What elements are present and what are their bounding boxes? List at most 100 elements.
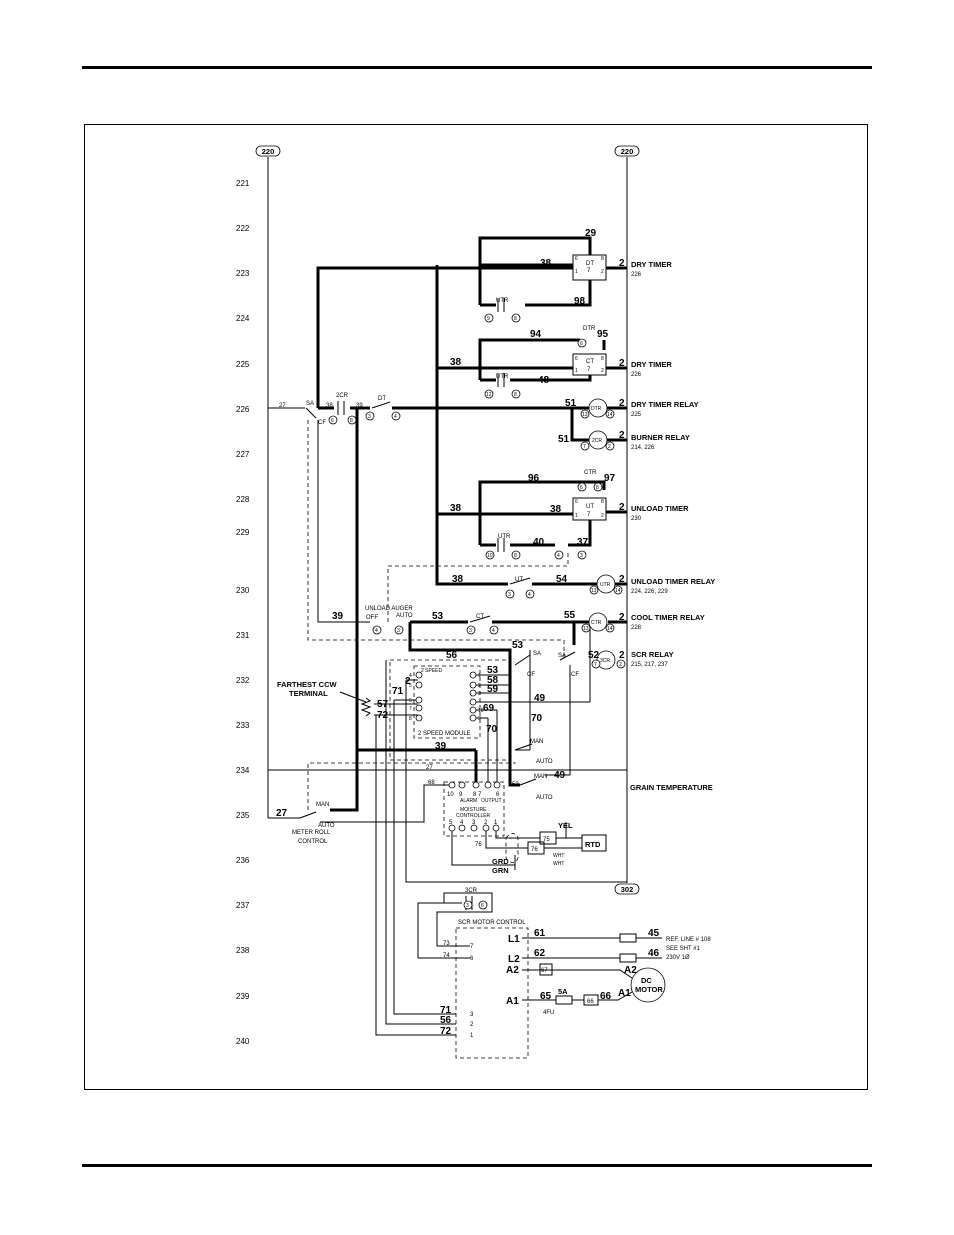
terminal-number: 7: [409, 706, 412, 712]
wire-number: 38: [540, 258, 552, 269]
line-number: 223: [236, 269, 250, 278]
controller-label: CONTROLLER: [456, 813, 491, 819]
terminal-number: 2: [478, 683, 481, 689]
line-number: 232: [236, 676, 250, 685]
wire-numbers: 29 38 2 98 94 95 38 2 48 27 38 39 51 2 5…: [276, 228, 660, 1037]
wire-number: 53: [512, 640, 524, 651]
wire-number: 53: [512, 782, 519, 788]
terminal-number: 4: [375, 628, 378, 634]
terminal-number: 6: [580, 341, 583, 347]
ctr-contact-label: CTR: [584, 470, 597, 476]
terminal-number: 1: [494, 820, 498, 826]
wire-number: 51: [558, 434, 570, 445]
l2-label: L2: [508, 954, 520, 965]
callout-dry-timer: DRY TIMER: [631, 260, 672, 269]
callout-ref: 228: [631, 625, 642, 631]
terminal-number: 2: [484, 820, 488, 826]
wire-number: 72: [440, 1026, 452, 1037]
callout-meter-roll: METER ROLL: [292, 830, 331, 836]
two-speed-label: 2 SPEED: [421, 668, 443, 674]
line-number: 229: [236, 528, 250, 537]
callout-voltage: 230V 1Ø: [666, 955, 690, 961]
selector-sa-label: SA: [306, 401, 314, 407]
wire-number: 69: [483, 703, 495, 714]
ctr-coil: CTR: [588, 612, 608, 632]
wire-number: 94: [530, 329, 542, 340]
callout-ref: 214, 226: [631, 445, 655, 451]
selector-man-label: MAN: [530, 739, 543, 745]
line-number: 228: [236, 495, 250, 504]
terminal-number: 8: [596, 485, 599, 491]
wire-number: 70: [486, 724, 498, 735]
line-number: 230: [236, 586, 250, 595]
fuses: [527, 831, 637, 1006]
motor-label: MOTOR: [635, 985, 663, 994]
wire-number: 29: [585, 228, 597, 239]
line-numbers: 221 222 223 224 225 226 227 228 229 230 …: [236, 179, 250, 1046]
line-number: 225: [236, 360, 250, 369]
wire-number: 61: [534, 928, 546, 939]
dtr-contact-label: DTR: [583, 326, 596, 332]
line-number: 237: [236, 901, 250, 910]
wire-number: 39: [356, 403, 363, 409]
wire-number: 73: [443, 941, 450, 947]
ut-pin: 1: [575, 513, 578, 519]
wire-number: 46: [648, 948, 660, 959]
callout-burner-relay: BURNER RELAY: [631, 433, 690, 442]
ct-pin-7: 7: [587, 367, 591, 373]
ct-label: CT: [586, 359, 594, 365]
dt-pin: 2: [601, 269, 604, 275]
terminal-number: 8: [514, 553, 517, 559]
callout-grain-temperature: GRAIN TEMPERATURE: [630, 783, 713, 792]
selector-sa-label: SA: [558, 653, 566, 659]
component-labels: UTR DTR UTR SA CF 2CR DT CTR UTR UT UNLO…: [306, 298, 637, 1039]
line-number: 221: [236, 179, 250, 188]
unload-auger-auto: AUTO: [396, 613, 413, 619]
motor-a2-label: A2: [624, 965, 637, 976]
wire-number: 54: [556, 574, 568, 585]
wire-number: 38: [550, 504, 562, 515]
wire-number: 38: [326, 403, 333, 409]
wire-number: 48: [538, 375, 550, 386]
unload-auger-label: UNLOAD AUGER: [365, 606, 413, 612]
unload-auger-off: OFF: [366, 615, 378, 621]
utr-coil: UTR: [596, 574, 616, 594]
line-number: 234: [236, 766, 250, 775]
line-number: 238: [236, 946, 250, 955]
wht-wire-label: WHT: [553, 853, 564, 859]
wire-number: 67: [541, 968, 548, 974]
selector-cf-label: CF: [571, 672, 579, 678]
callout-cool-timer-relay: COOL TIMER RELAY: [631, 613, 705, 622]
terminal-number: 10: [487, 553, 493, 559]
terminal-number: 10: [447, 792, 454, 798]
terminal-number: 14: [607, 626, 613, 632]
terminal-number: 5: [449, 820, 453, 826]
terminal-number: 3: [580, 553, 583, 559]
coil-label: 3CR: [600, 658, 610, 664]
wire-number: 65: [540, 991, 552, 1002]
terminal-number: 13: [582, 412, 588, 418]
diagram-frame: [84, 124, 868, 1090]
scr-motor-control-label: SCR MOTOR CONTROL: [458, 920, 526, 926]
left-bus: 220: [255, 145, 281, 818]
selector-sa-label: SA: [533, 651, 541, 657]
callout-ref: 215, 217, 237: [631, 662, 668, 668]
dtr-coil: DTR: [588, 398, 608, 418]
terminal-number: 3: [469, 628, 472, 634]
meter-roll-man: MAN: [316, 802, 329, 808]
terminal-number: 7: [583, 444, 586, 450]
terminal-number: 14: [607, 412, 613, 418]
terminal-number: 9: [459, 792, 463, 798]
wire-number: 62: [534, 948, 546, 959]
bottom-rule: [82, 1164, 872, 1167]
callout-ref-line: REF. LINE # 108: [666, 937, 711, 943]
ct-timer: CT 7 6 1 8 2: [572, 353, 607, 376]
line-number: 233: [236, 721, 250, 730]
a1-label: A1: [506, 996, 519, 1007]
selector-auto-label: AUTO: [536, 795, 553, 801]
line-number: 222: [236, 224, 250, 233]
terminal-number: 3: [368, 414, 371, 420]
wire-number: 58: [487, 675, 499, 686]
terminal-number: 8: [514, 392, 517, 398]
callout-scr-relay: SCR RELAY: [631, 650, 674, 659]
